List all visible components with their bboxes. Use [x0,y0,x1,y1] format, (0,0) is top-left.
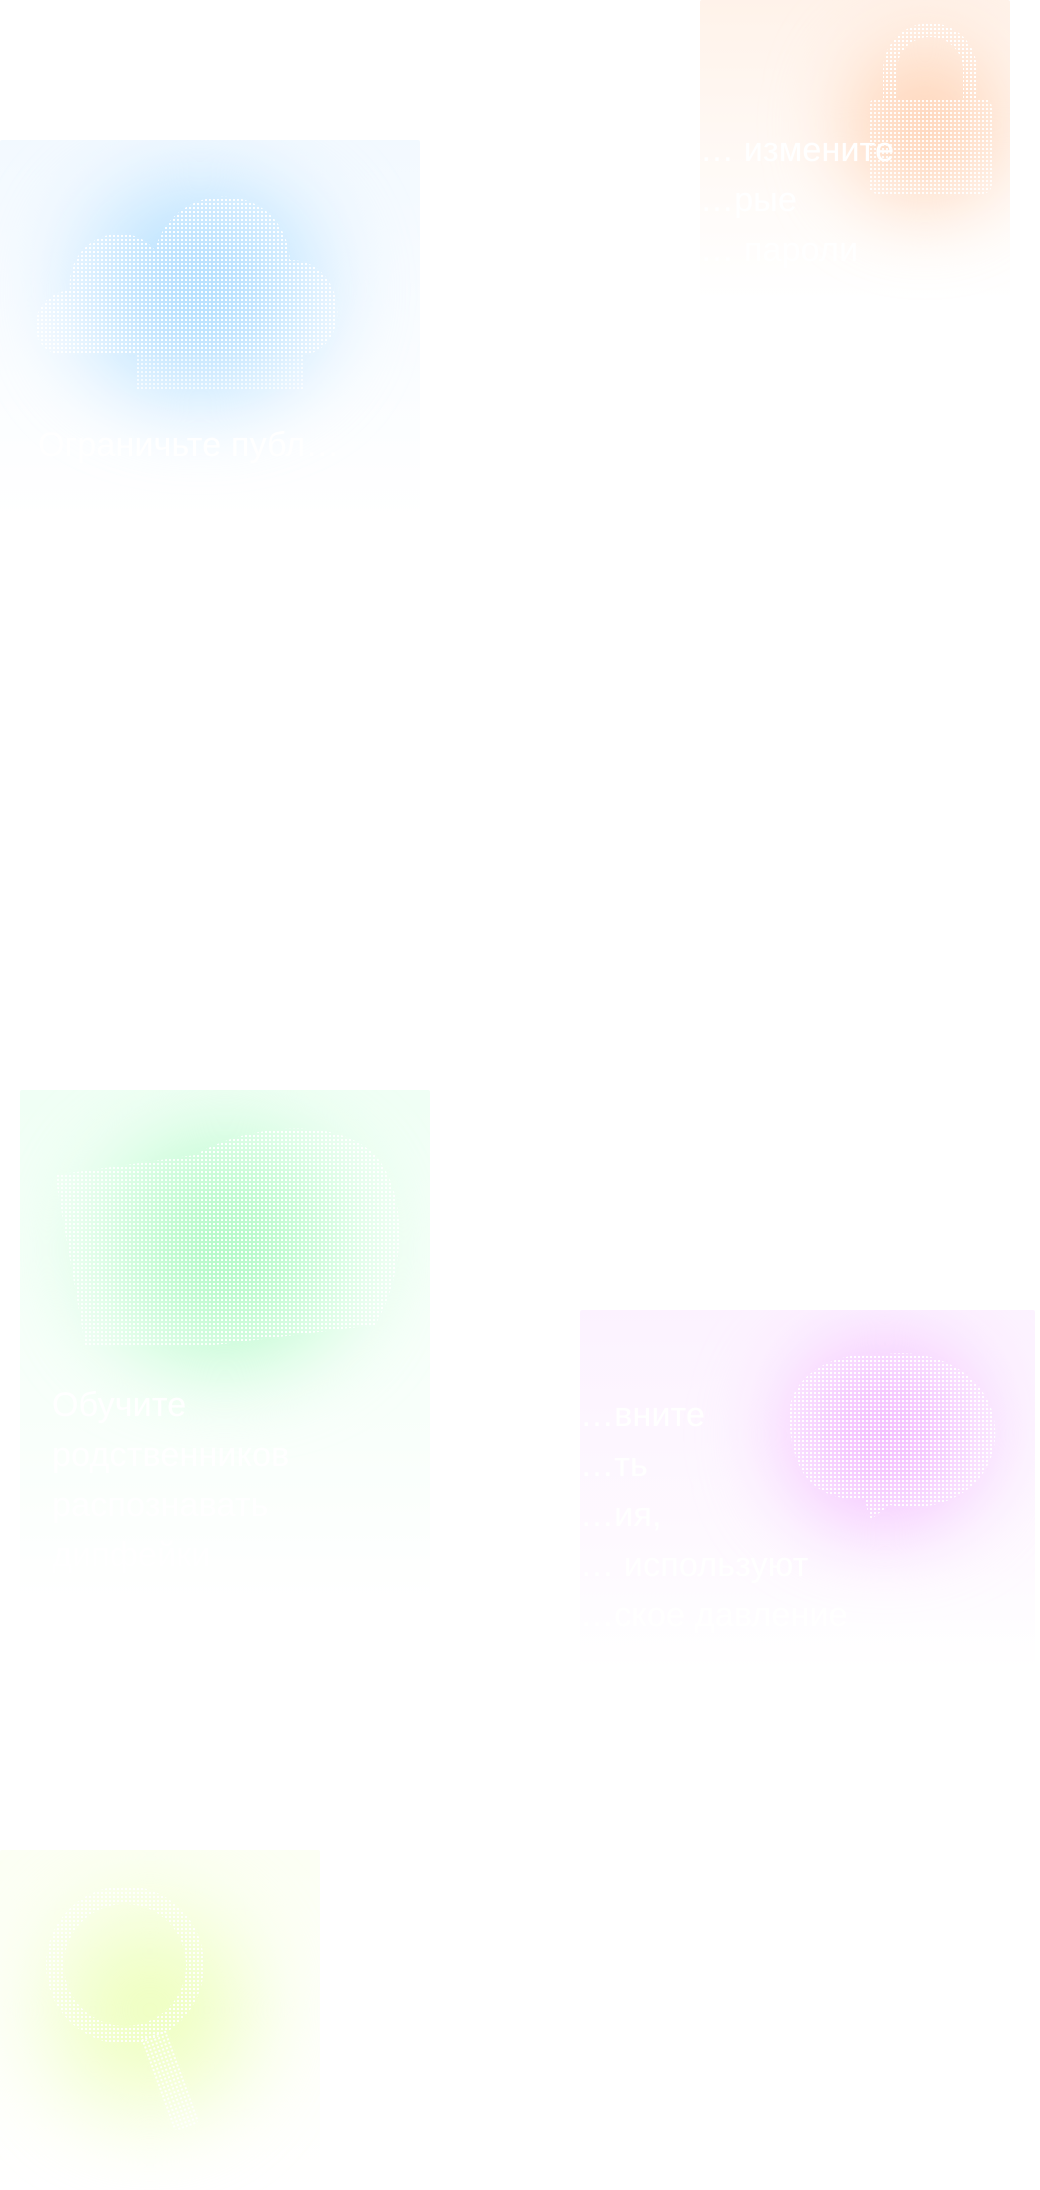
magnifier-icon [45,1880,235,2140]
card-title: Обучите родственников распознавать дипфе… [52,1386,290,1574]
cloud-icon [25,155,350,400]
card-title: …вните …ть …ия, … используют …ское давле… [580,1396,848,1634]
card-title: … измените …рые … пароли [700,131,895,269]
card-limit-public[interactable]: Ограничьте публ… [0,140,420,520]
card-title: Ограничьте публ… [38,426,340,464]
padlock-icon [850,20,1010,200]
card-explain-pressure[interactable]: …вните …ть …ия, … используют …ское давле… [580,1310,1035,1670]
family-icon [45,1115,410,1355]
card-magnifier[interactable] [0,1850,320,2190]
brain-icon [770,1340,1005,1520]
card-teach-relatives[interactable]: Обучите родственников распознавать дипфе… [20,1090,430,1600]
card-change-passwords[interactable]: … измените …рые … пароли [700,0,1010,300]
